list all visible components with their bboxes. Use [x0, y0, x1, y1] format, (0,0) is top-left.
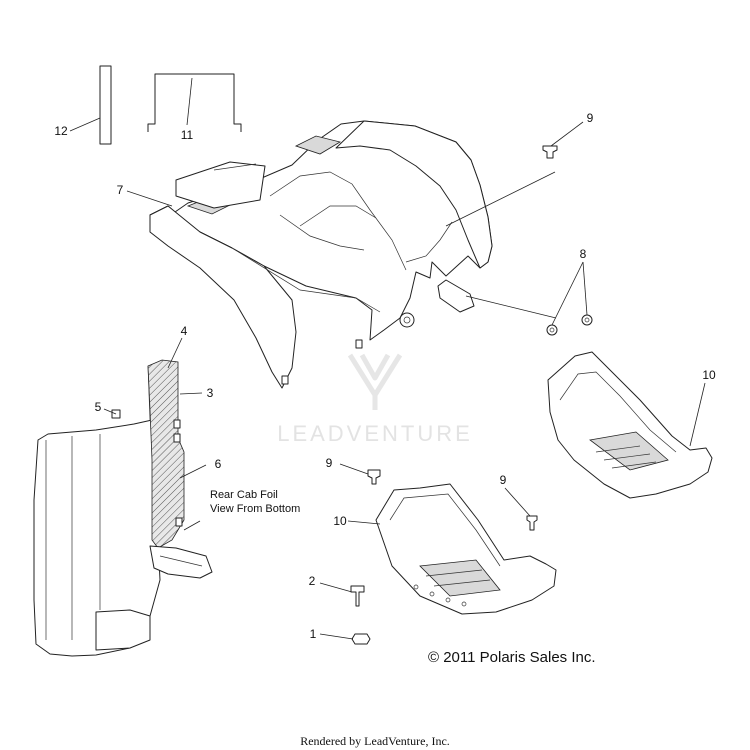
rear-cab-foil-note-line1: Rear Cab Foil — [210, 489, 278, 501]
part-7-rear-fender[interactable] — [149, 120, 493, 389]
watermark-text: LEADVENTURE — [277, 421, 473, 446]
callout-9-top: 9 — [587, 111, 594, 125]
leader-lines — [69, 77, 706, 640]
leadventure-watermark: LEADVENTURE — [277, 353, 473, 446]
callout-9-right: 9 — [500, 473, 507, 487]
part-11-bracket[interactable] — [147, 73, 242, 132]
footer-credit: Rendered by LeadVenture, Inc. — [300, 734, 450, 748]
callout-8: 8 — [580, 247, 587, 261]
callout-12: 12 — [54, 124, 68, 138]
part-12-strip[interactable] — [99, 65, 112, 145]
callout-9-middle: 9 — [326, 456, 333, 470]
callout-10-right: 10 — [702, 368, 716, 382]
copyright-text: © 2011 Polaris Sales Inc. — [428, 649, 596, 666]
callout-3: 3 — [207, 386, 214, 400]
callout-5: 5 — [95, 400, 102, 414]
watermark-logo — [347, 353, 403, 410]
part-9-clip-top[interactable] — [542, 145, 558, 159]
callout-7: 7 — [117, 183, 124, 197]
callout-2: 2 — [309, 574, 316, 588]
part-10-footwell-middle[interactable] — [375, 483, 557, 615]
callout-4: 4 — [181, 324, 188, 338]
rear-cab-foil-note-line2: View From Bottom — [210, 503, 300, 515]
rear-cab-assembly[interactable] — [33, 359, 213, 657]
callout-11: 11 — [181, 128, 194, 142]
part-9-clip-middle[interactable] — [367, 469, 381, 485]
part-1-nut[interactable] — [351, 633, 371, 645]
part-8-nuts[interactable] — [546, 314, 593, 336]
part-2-bolt[interactable] — [350, 585, 365, 607]
callout-10-middle: 10 — [333, 514, 347, 528]
part-10-footwell-right[interactable] — [547, 351, 713, 499]
part-9-clip-right[interactable] — [526, 515, 538, 531]
callout-1: 1 — [310, 627, 317, 641]
callout-6: 6 — [215, 457, 222, 471]
